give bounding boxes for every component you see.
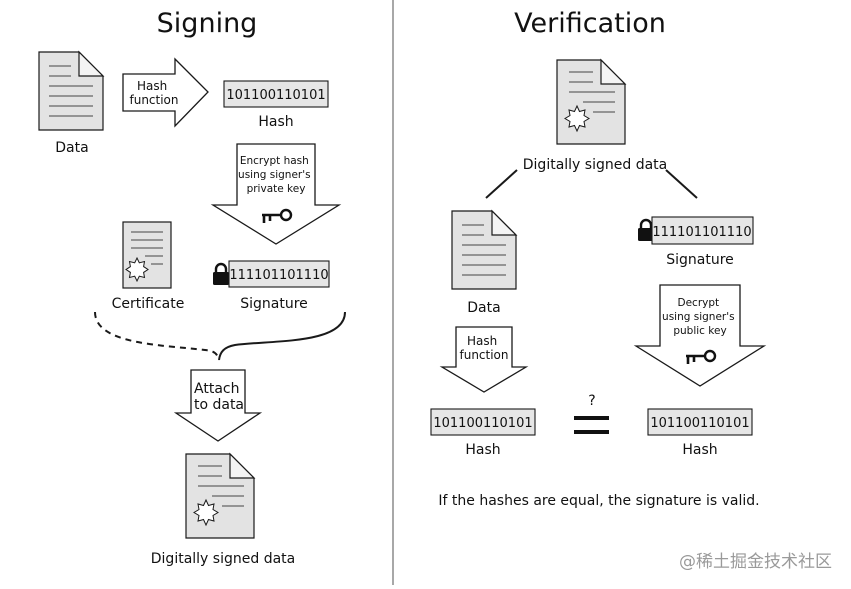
signing-title: Signing [157,8,258,39]
hash-value-box [223,80,329,108]
question-mark: ? [588,393,595,409]
signed-document-icon [556,59,626,145]
hash-function-arrow [122,57,209,128]
split-line-right [665,169,698,199]
signed-data-label: Digitally signed data [151,551,295,567]
data-label: Data [467,300,500,316]
data-document-icon [38,51,104,131]
hash-value-left: 101100110101 [433,416,532,431]
validity-note: If the hashes are equal, the signature i… [438,493,759,509]
equals-sign-bottom [574,430,609,434]
signature-value: 111101101110 [229,268,328,283]
hash-value-box-left [430,408,536,436]
hash-label-left: Hash [465,442,500,458]
lock-icon [211,262,231,287]
hash-value-box-right [647,408,753,436]
encrypt-label: Encrypt hash using signer's private key [238,155,314,195]
hash-label: Hash [258,114,293,130]
signature-value: 111101101110 [652,225,751,240]
attach-arrow [173,369,263,442]
encrypt-arrow [210,143,342,245]
hash-value-right: 101100110101 [650,416,749,431]
hash-label-right: Hash [682,442,717,458]
signature-label: Signature [240,296,308,312]
data-label: Data [55,140,88,156]
decrypt-arrow [633,284,767,387]
certificate-label: Certificate [112,296,185,312]
equals-sign-top [574,416,609,420]
signature-value-box [651,216,754,245]
signature-connector [218,311,346,361]
signed-document-icon [185,453,255,539]
signature-label: Signature [666,252,734,268]
hash-function-arrow [439,326,529,393]
hash-value: 101100110101 [226,88,325,103]
decrypt-label: Decrypt using signer's public key [662,297,738,337]
hash-function-label: Hash function [459,334,508,362]
split-line-left [485,169,518,199]
hash-function-label: Hash function [129,79,178,107]
certificate-connector [94,311,220,361]
signature-value-box [228,260,330,288]
attach-label: Attach to data [194,381,244,413]
verification-title: Verification [514,8,666,39]
certificate-icon [122,221,172,289]
signed-data-label: Digitally signed data [523,157,667,173]
data-document-icon [451,210,517,290]
watermark: @稀土掘金技术社区 [679,552,832,572]
